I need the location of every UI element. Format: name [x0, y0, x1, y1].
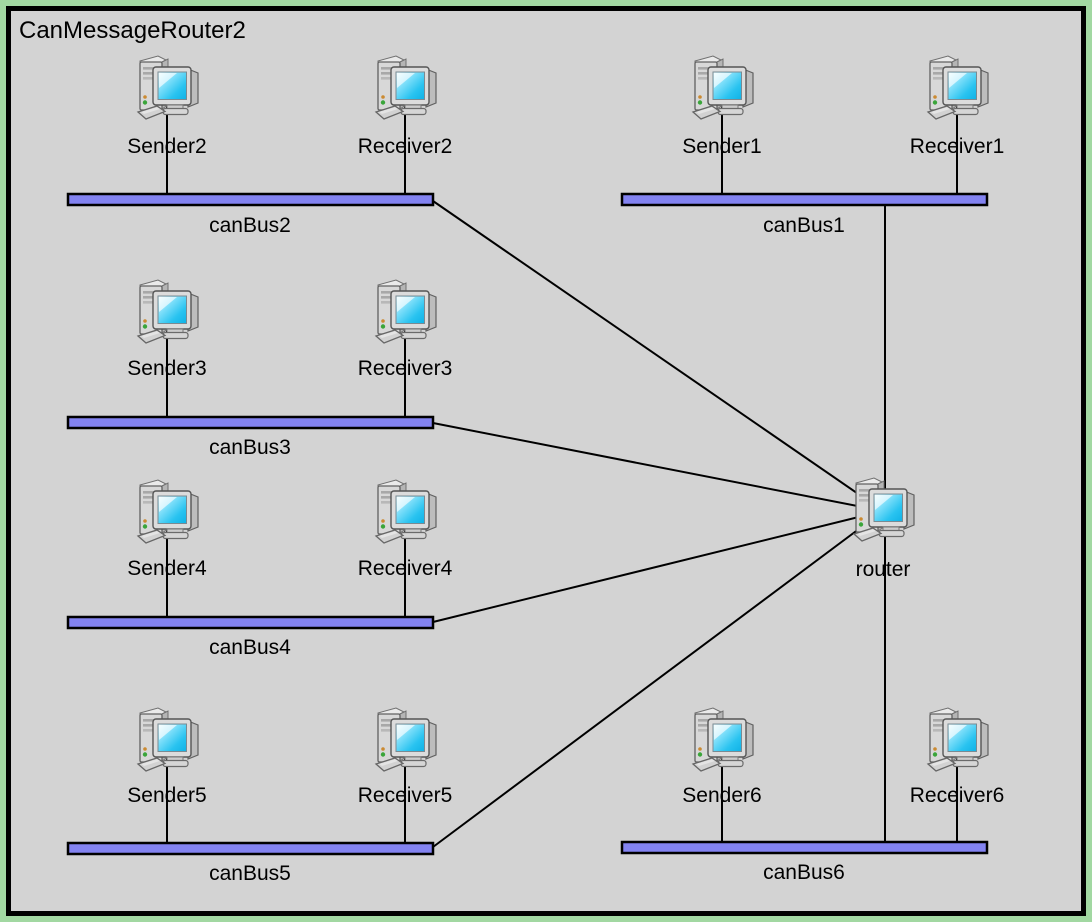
computer-icon[interactable] — [375, 55, 437, 120]
computer-icon[interactable] — [137, 279, 199, 344]
bus-canBus1[interactable] — [620, 192, 989, 207]
computer-icon[interactable] — [375, 479, 437, 544]
bus-canBus2[interactable] — [66, 192, 435, 207]
computer-icon[interactable] — [692, 707, 754, 772]
bus-canBus4[interactable] — [66, 615, 435, 630]
connection-line-canBus4-router[interactable] — [432, 510, 884, 623]
computer-icon[interactable] — [137, 55, 199, 120]
computer-icon[interactable] — [375, 707, 437, 772]
connection-line-canBus3-router[interactable] — [432, 422, 884, 512]
bus-canBus6[interactable] — [620, 840, 989, 855]
computer-icon[interactable] — [853, 477, 915, 542]
bus-canBus5[interactable] — [66, 841, 435, 856]
connection-line-canBus5-router[interactable] — [432, 510, 884, 848]
computer-icon[interactable] — [927, 55, 989, 120]
computer-icon[interactable] — [692, 55, 754, 120]
computer-icon[interactable] — [927, 707, 989, 772]
computer-icon[interactable] — [375, 279, 437, 344]
connection-line-canBus2-router[interactable] — [432, 200, 884, 512]
computer-icon[interactable] — [137, 479, 199, 544]
bus-canBus3[interactable] — [66, 415, 435, 430]
computer-icon[interactable] — [137, 707, 199, 772]
